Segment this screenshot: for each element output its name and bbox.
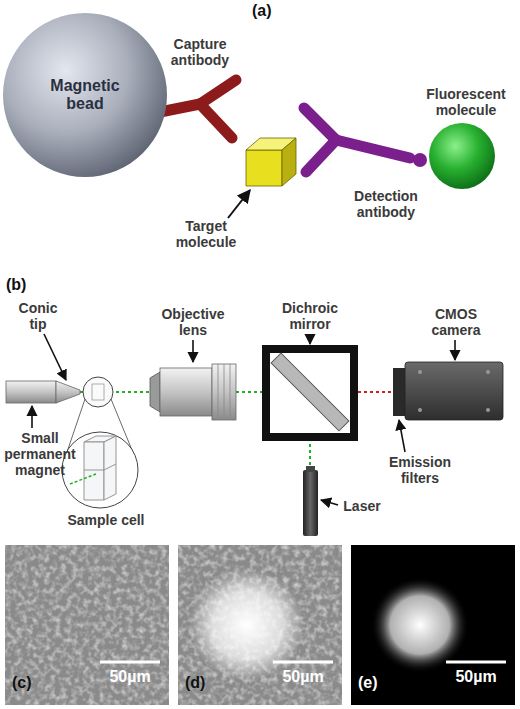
part-label: Dichroic mirror	[270, 300, 350, 332]
laser-body	[303, 470, 318, 536]
permanent-magnet-symbol	[6, 381, 80, 403]
part-label: Sample cell	[51, 512, 161, 528]
mirror-mount	[262, 345, 358, 441]
part-label: Fluorescent molecule	[416, 86, 516, 118]
scale-bar	[100, 661, 160, 664]
panel-letter: (d)	[185, 674, 225, 692]
screw	[418, 408, 422, 412]
scale-bar	[273, 661, 333, 664]
part-label: Capture antibody	[160, 36, 240, 68]
micrograph-background	[5, 545, 169, 705]
lens-knurl	[218, 364, 230, 420]
bead-circle: Magnetic bead	[2, 12, 168, 178]
screw	[486, 408, 490, 412]
antibody-arm	[200, 80, 236, 104]
laser-aperture	[306, 466, 315, 472]
lens-front	[150, 372, 160, 412]
screw	[418, 370, 422, 374]
cuvette-front	[84, 442, 104, 500]
panel-letter: (c)	[12, 674, 52, 692]
leader-arrow	[44, 334, 66, 380]
cuvette-symbol	[84, 436, 116, 500]
part-label: Objective lens	[153, 306, 233, 338]
detection-antibody-symbol	[304, 108, 410, 172]
magnifier-circle	[62, 432, 138, 508]
sample-cell-small	[92, 384, 104, 400]
leader-arrow	[31, 406, 33, 428]
cmos-camera-symbol	[393, 362, 503, 420]
node-label: Magnetic bead	[45, 77, 125, 113]
panel-letter: (a)	[252, 2, 282, 20]
panel-letter: (b)	[6, 276, 36, 294]
bead-sphere	[3, 13, 167, 177]
magnifier-circle	[83, 377, 113, 407]
micrograph-c	[5, 545, 169, 705]
linker-knob	[413, 153, 427, 167]
leader-arrows	[32, 334, 455, 505]
scale-label: 50µm	[441, 668, 511, 686]
part-label: CMOS camera	[421, 306, 491, 338]
fluorescent-sphere	[429, 123, 495, 189]
screw	[486, 370, 490, 374]
leader-arrow	[309, 334, 311, 344]
micrograph-texture	[178, 545, 342, 705]
part-label: Emission filters	[381, 454, 459, 486]
conic-tip-symbol	[56, 381, 80, 403]
laser-symbol	[303, 466, 318, 536]
objective-lens-symbol	[150, 364, 236, 420]
micrograph-e	[351, 545, 515, 705]
antibody-arm	[304, 108, 336, 140]
leader-arrow	[321, 500, 338, 505]
micrograph-d	[178, 545, 342, 705]
fluorescent-spot	[351, 545, 515, 705]
part-label: Small permanent magnet	[0, 430, 81, 478]
scale-label: 50µm	[95, 668, 165, 686]
micrograph-background	[351, 545, 515, 705]
cube-face	[282, 138, 296, 186]
camera-body	[405, 362, 503, 420]
micrograph-texture	[5, 545, 169, 705]
lens-body	[160, 368, 212, 416]
magnet-body	[6, 381, 56, 403]
part-label: Detection antibody	[342, 188, 430, 220]
leader-arrow	[228, 190, 250, 218]
scale-bar	[446, 661, 506, 664]
antibody-stem	[336, 140, 410, 158]
cuvette-side	[104, 436, 116, 500]
fluorescent-spot	[178, 545, 342, 705]
lens-ring	[212, 364, 236, 420]
scale-label: 50µm	[268, 668, 338, 686]
cube-face	[246, 150, 282, 186]
dichroic-mirror-symbol	[262, 345, 358, 441]
leader-arrow	[399, 420, 405, 452]
liquid-level	[84, 464, 116, 470]
part-label: Target molecule	[170, 218, 242, 250]
target-molecule-cube	[246, 138, 296, 186]
mirror-plate	[271, 353, 349, 431]
part-label: Laser	[337, 498, 387, 514]
capture-antibody-symbol	[160, 80, 236, 138]
antibody-arm	[200, 104, 232, 138]
part-label: Conic tip	[13, 300, 63, 332]
mirror-window	[270, 353, 350, 433]
antibody-arm	[306, 140, 336, 172]
laser-beam	[70, 474, 96, 484]
leader-arrow	[454, 340, 456, 360]
leader-arrow	[192, 340, 194, 362]
panel-letter: (e)	[358, 674, 398, 692]
micrograph-background	[178, 545, 342, 705]
emission-filter-symbol	[393, 368, 405, 416]
